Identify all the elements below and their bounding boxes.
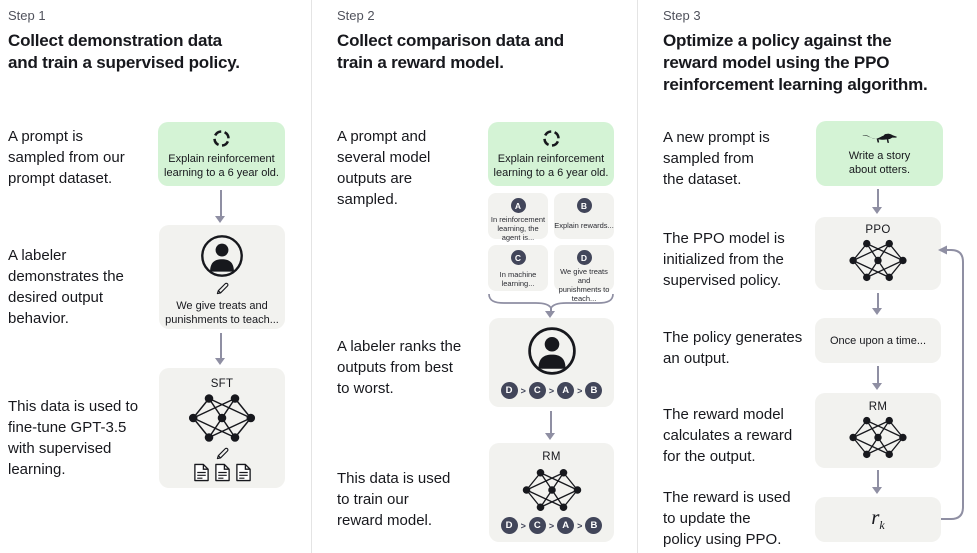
- rank-badge: B: [585, 382, 603, 399]
- rank-badge: C: [528, 517, 546, 534]
- step1-caption-finetune: This data is used to fine-tune GPT-3.5 w…: [8, 398, 139, 478]
- step1-labeler-box: We give treats and punishments to teach.…: [159, 225, 285, 329]
- reward-symbol: rk: [871, 505, 885, 533]
- step1-sft-model-box: SFT: [159, 368, 285, 488]
- step1-label: Step 1: [8, 8, 46, 23]
- rank-separator: >: [548, 385, 555, 396]
- down-arrow: [543, 411, 559, 440]
- step1-caption-labeler: A labeler demonstrates the desired outpu…: [8, 247, 124, 327]
- down-arrow: [870, 470, 886, 494]
- down-arrow: [213, 333, 229, 365]
- rank-separator: >: [548, 520, 555, 531]
- step1-heading: Collect demonstration data and train a s…: [8, 31, 240, 72]
- step1-caption-prompt: A prompt is sampled from our prompt data…: [8, 128, 125, 187]
- sample-letter: A: [510, 198, 526, 213]
- sample-text: In reinforcement learning, the agent is.…: [490, 215, 546, 242]
- down-arrow: [870, 189, 886, 214]
- step1-prompt-box: Explain reinforcement learning to a 6 ye…: [158, 122, 285, 186]
- step1-prompt-text: Explain reinforcement learning to a 6 ye…: [164, 153, 279, 179]
- step3-prompt-text: Write a story about otters.: [848, 149, 911, 176]
- step3-label: Step 3: [663, 8, 701, 23]
- step3-reward-value-box: rk: [815, 497, 941, 542]
- rank-separator: >: [520, 520, 526, 531]
- rank-badge: C: [528, 382, 546, 399]
- neural-network-icon: [846, 415, 910, 460]
- ppo-label: PPO: [865, 224, 891, 236]
- rm-label: RM: [542, 451, 561, 463]
- cycle-arrows-icon: [541, 128, 562, 149]
- feedback-loop-arrow: [938, 245, 964, 520]
- sample-card-c: C In machine learning...: [488, 245, 548, 291]
- step3-reward-model-box: RM: [815, 393, 941, 468]
- sample-text: Explain rewards...: [554, 221, 614, 230]
- rank-separator: >: [577, 385, 583, 396]
- sample-card-a: A In reinforcement learning, the agent i…: [488, 193, 548, 242]
- rank-badge: A: [557, 517, 575, 534]
- otter-icon: [862, 131, 898, 146]
- sample-letter: D: [576, 250, 592, 265]
- sample-card-d: D We give treats and punishments to teac…: [554, 245, 614, 303]
- rank-badge: D: [500, 382, 518, 399]
- step3-heading: Optimize a policy against the reward mod…: [663, 31, 928, 94]
- step3-output-text: Once upon a time...: [830, 334, 926, 347]
- sample-letter: C: [510, 250, 526, 265]
- step2-prompt-text: Explain reinforcement learning to a 6 ye…: [493, 153, 609, 179]
- step3-caption-output: The policy generates an output.: [663, 329, 803, 367]
- sft-label: SFT: [210, 378, 234, 390]
- column-divider: [311, 0, 312, 553]
- step3-caption-init: The PPO model is initialized from the su…: [663, 230, 785, 289]
- step1-labeler-text: We give treats and punishments to teach.…: [165, 300, 279, 326]
- step2-labeler-ranking-box: D > C > A > B: [489, 318, 614, 407]
- down-arrow: [213, 190, 229, 223]
- down-arrow: [543, 307, 559, 318]
- rm-label: RM: [868, 401, 888, 413]
- step2-reward-model-box: RM D > C > A > B: [489, 443, 614, 542]
- pencil-icon: [215, 446, 230, 461]
- neural-network-icon: [519, 467, 585, 513]
- sample-card-b: B Explain rewards...: [554, 193, 614, 239]
- cycle-arrows-icon: [211, 128, 232, 149]
- sample-text: In machine learning...: [499, 270, 537, 288]
- step3-caption-reward: The reward model calculates a reward for…: [663, 406, 793, 465]
- neural-network-icon: [186, 392, 258, 444]
- step2-heading: Collect comparison data and train a rewa…: [337, 31, 564, 72]
- ranking-row: D > C > A > B: [500, 382, 603, 399]
- person-in-circle-icon: [200, 234, 244, 278]
- rank-separator: >: [577, 520, 583, 531]
- step3-output-box: Once upon a time...: [815, 318, 941, 363]
- rank-badge: B: [585, 517, 603, 534]
- sample-letter: B: [576, 198, 592, 213]
- pencil-icon: [215, 281, 230, 296]
- person-in-circle-icon: [527, 326, 577, 376]
- ranking-row: D > C > A > B: [500, 517, 603, 534]
- column-divider: [637, 0, 638, 553]
- down-arrow: [870, 366, 886, 390]
- rank-badge: A: [557, 382, 575, 399]
- step3-prompt-box: Write a story about otters.: [816, 121, 943, 186]
- step2-caption-ranks: A labeler ranks the outputs from best to…: [337, 338, 462, 397]
- step2-label: Step 2: [337, 8, 375, 23]
- rank-badge: D: [500, 517, 518, 534]
- neural-network-icon: [846, 238, 910, 283]
- step2-caption-train: This data is used to train our reward mo…: [337, 470, 451, 529]
- down-arrow: [870, 293, 886, 315]
- documents-icon: [193, 463, 252, 482]
- step3-ppo-model-box: PPO: [815, 217, 941, 290]
- step2-prompt-box: Explain reinforcement learning to a 6 ye…: [488, 122, 614, 186]
- rank-separator: >: [520, 385, 526, 396]
- step3-caption-newprompt: A new prompt is sampled from the dataset…: [663, 129, 770, 188]
- step2-caption-sampled: A prompt and several model outputs are s…: [337, 128, 431, 208]
- step3-caption-update: The reward is used to update the policy …: [663, 489, 791, 548]
- sample-text: We give treats and punishments to teach.…: [558, 267, 610, 303]
